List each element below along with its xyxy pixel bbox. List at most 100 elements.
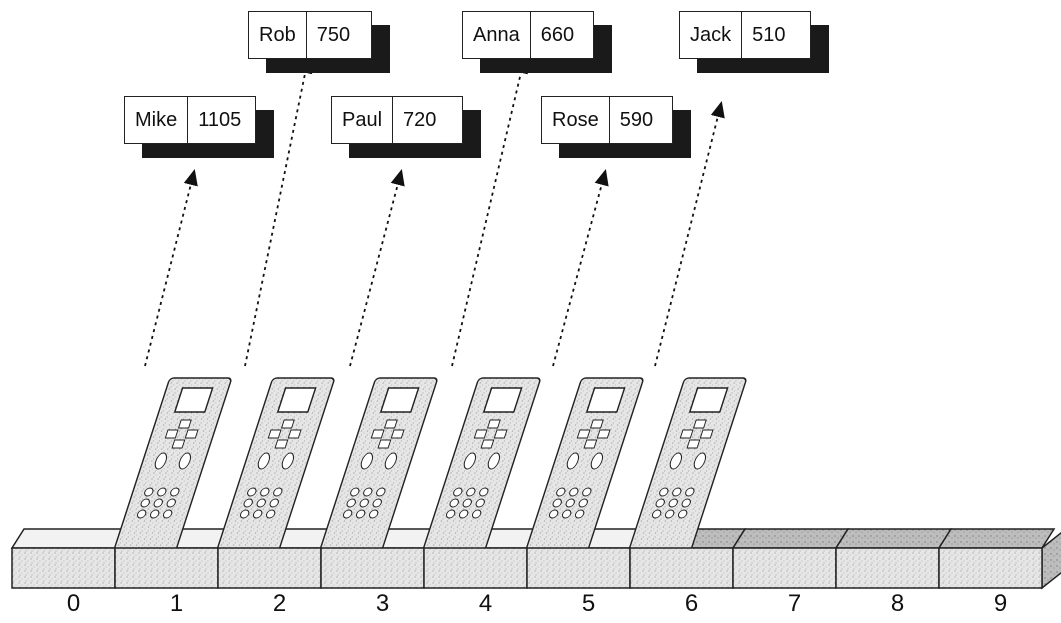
device-layer xyxy=(112,377,747,555)
tray-slot-front xyxy=(423,547,528,589)
phone-keypad-key xyxy=(479,487,489,497)
phone-key xyxy=(377,439,392,449)
phone-body xyxy=(112,377,232,555)
phone-keypad-key xyxy=(458,509,469,519)
phone-key xyxy=(679,429,694,439)
phone-keypad-key xyxy=(445,509,456,519)
phone-device xyxy=(421,377,541,555)
tray-slot-front xyxy=(217,547,322,589)
record-name: Paul xyxy=(332,97,394,143)
phone-key xyxy=(480,439,495,449)
phone-keypad-key xyxy=(556,487,566,497)
phone-key xyxy=(164,429,179,439)
slot-index: 6 xyxy=(684,590,699,617)
phone-key xyxy=(280,419,295,429)
record-card: Mike 1105 xyxy=(124,96,274,158)
phone-keypad-key xyxy=(247,487,257,497)
phone-keypad-key xyxy=(252,509,263,519)
phone-key xyxy=(171,439,186,449)
pointer-arrow xyxy=(244,56,313,367)
record-name: Jack xyxy=(680,12,743,58)
phone-body xyxy=(318,377,438,555)
phone-body xyxy=(524,377,644,555)
phone-key xyxy=(669,452,683,470)
phone-keypad-key xyxy=(170,487,180,497)
phone-key xyxy=(699,429,714,439)
phone-key xyxy=(281,452,295,470)
phone-keypad-key xyxy=(140,498,150,508)
record-card: Rob 750 xyxy=(248,11,390,73)
slot-index: 4 xyxy=(478,590,493,617)
record-value: 510 xyxy=(752,23,786,46)
phone-device xyxy=(112,377,232,555)
card-face: Anna 660 xyxy=(462,11,594,59)
phone-key xyxy=(370,429,385,439)
phone-key xyxy=(590,452,604,470)
record-name: Anna xyxy=(463,12,531,58)
phone-key xyxy=(177,419,192,429)
record-name: Mike xyxy=(125,97,189,143)
phone-keypad-key xyxy=(561,509,572,519)
slot-index: 3 xyxy=(375,590,390,617)
phone-keypad-key xyxy=(668,498,678,508)
card-face: Rose 590 xyxy=(541,96,673,144)
phone-device xyxy=(215,377,335,555)
phone-keypad-key xyxy=(565,498,575,508)
pointer-arrows xyxy=(144,56,725,367)
phone-keypad-key xyxy=(462,498,472,508)
phone-key xyxy=(154,452,168,470)
pointer-arrow xyxy=(451,56,528,367)
pointer-arrow xyxy=(144,169,198,367)
phone-key xyxy=(360,452,374,470)
slot-index: 2 xyxy=(272,590,287,617)
phone-keypad-key xyxy=(273,487,283,497)
card-face: Mike 1105 xyxy=(124,96,256,144)
phone-keypad-key xyxy=(239,509,250,519)
phone-keypad-key xyxy=(243,498,253,508)
phone-screen xyxy=(482,387,523,413)
phone-keypad-key xyxy=(466,487,476,497)
phone-body xyxy=(627,377,747,555)
phone-key xyxy=(686,439,701,449)
phone-keypad-key xyxy=(677,509,688,519)
phone-screen xyxy=(173,387,214,413)
phone-keypad-key xyxy=(346,498,356,508)
record-name: Rose xyxy=(542,97,610,143)
tray-slot-front xyxy=(835,547,940,589)
pointer-arrow xyxy=(552,169,609,367)
phone-key xyxy=(267,429,282,439)
phone-screen xyxy=(585,387,626,413)
record-card: Rose 590 xyxy=(541,96,691,158)
phone-key xyxy=(487,452,501,470)
record-card: Jack 510 xyxy=(679,11,829,73)
phone-keypad-key xyxy=(265,509,276,519)
phone-keypad-key xyxy=(144,487,154,497)
phone-key xyxy=(486,419,501,429)
phone-key xyxy=(692,419,707,429)
phone-keypad-key xyxy=(269,498,279,508)
phone-key xyxy=(463,452,477,470)
phone-keypad-key xyxy=(153,498,163,508)
phone-keypad-key xyxy=(672,487,682,497)
phone-keypad-key xyxy=(368,509,379,519)
phone-keypad-key xyxy=(655,498,665,508)
phone-keypad-key xyxy=(363,487,373,497)
phone-screen xyxy=(688,387,729,413)
card-face: Jack 510 xyxy=(679,11,811,59)
phone-device xyxy=(318,377,438,555)
phone-keypad-key xyxy=(651,509,662,519)
phone-keypad-key xyxy=(552,498,562,508)
phone-keypad-key xyxy=(149,509,160,519)
tray-slot-front xyxy=(732,547,837,589)
phone-keypad-key xyxy=(355,509,366,519)
record-value: 660 xyxy=(540,23,575,46)
phone-keypad-key xyxy=(449,498,459,508)
card-face: Rob 750 xyxy=(248,11,372,59)
phone-key xyxy=(274,439,289,449)
phone-body xyxy=(215,377,335,555)
phone-key xyxy=(383,419,398,429)
phone-keypad-key xyxy=(162,509,173,519)
phone-keypad-key xyxy=(376,487,386,497)
slot-index: 5 xyxy=(581,590,596,617)
tray-slot-front xyxy=(629,547,734,589)
